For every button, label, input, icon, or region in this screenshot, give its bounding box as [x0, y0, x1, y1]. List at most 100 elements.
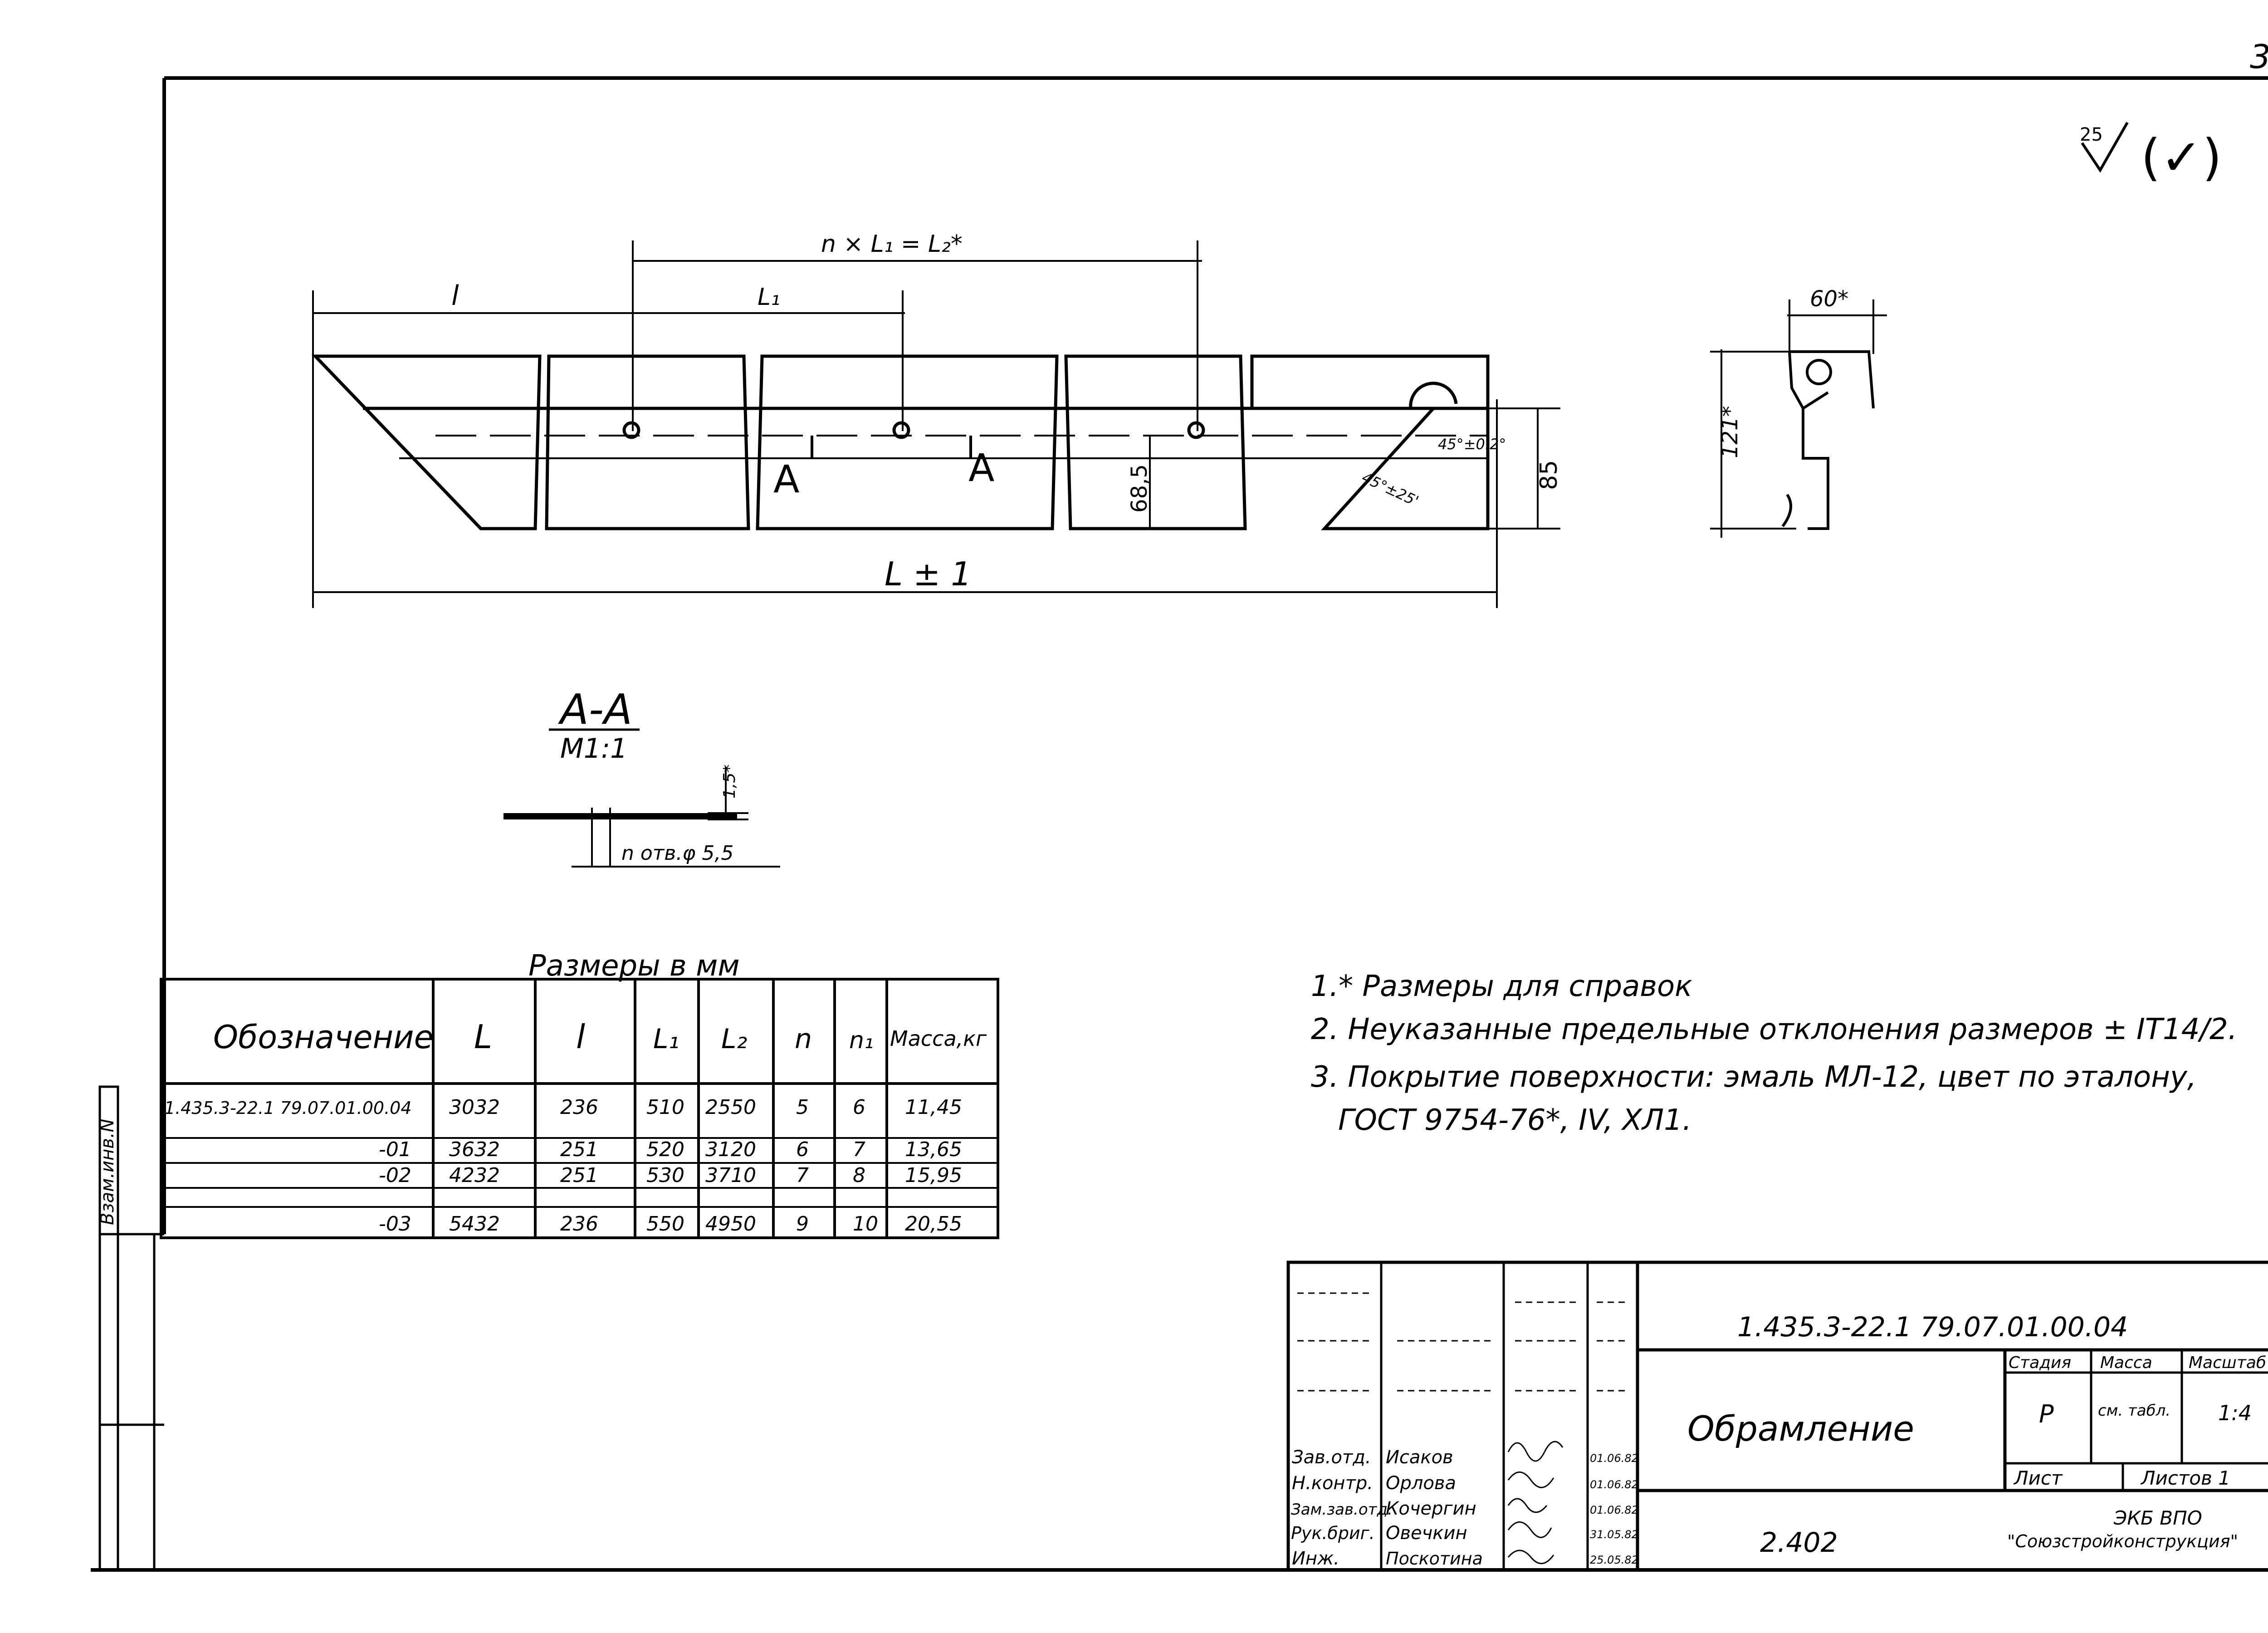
svg-text:10: 10	[853, 1212, 878, 1236]
tb-sheet-label: Лист	[2013, 1467, 2063, 1489]
svg-text:20,55: 20,55	[905, 1212, 962, 1236]
profile-view	[1710, 299, 1887, 538]
note-1: 1.* Размеры для справок	[1311, 970, 1692, 1003]
svg-text:4232: 4232	[449, 1164, 500, 1187]
tb-name: Обрамление	[1687, 1408, 1914, 1449]
th-l: l	[576, 1018, 585, 1056]
svg-text:Зав.отд.: Зав.отд.	[1292, 1447, 1371, 1468]
svg-text:-02: -02	[379, 1164, 411, 1187]
svg-text:3032: 3032	[449, 1096, 500, 1119]
dim-l1: L₁	[758, 284, 780, 311]
svg-text:25.05.82: 25.05.82	[1590, 1554, 1638, 1566]
svg-text:31.05.82: 31.05.82	[1590, 1528, 1638, 1541]
svg-text:-03: -03	[379, 1212, 411, 1236]
svg-text:13,65: 13,65	[905, 1138, 962, 1161]
svg-text:3120: 3120	[705, 1138, 756, 1161]
tb-mass-label: Масса	[2100, 1353, 2152, 1372]
th-designation: Обозначение	[213, 1019, 434, 1056]
tb-org-line2: "Союзстройконструкция"	[2007, 1531, 2238, 1551]
svg-text:Зам.зав.отд.: Зам.зав.отд.	[1291, 1501, 1393, 1519]
svg-text:15,95: 15,95	[905, 1164, 962, 1187]
svg-text:7: 7	[853, 1138, 865, 1161]
list-item: Зам.зав.отд. Кочергин 01.06.82	[1291, 1498, 1638, 1519]
svg-text:2550: 2550	[705, 1096, 756, 1119]
table-row: -02 4232 251 530 3710 7 8 15,95	[379, 1164, 962, 1187]
dim-angle-inner: 45°±25'	[1359, 469, 1422, 510]
title-block: 1.435.3-22.1 79.07.01.00.04 Обрамление 2…	[1286, 1260, 2268, 1572]
main-view	[311, 354, 1490, 530]
svg-text:6: 6	[796, 1138, 809, 1161]
svg-text:Кочергин: Кочергин	[1386, 1498, 1476, 1519]
notes: 1.* Размеры для справок 2. Неуказанные п…	[1311, 970, 2237, 1137]
svg-text:5: 5	[796, 1096, 809, 1119]
dim-angle-outer: 45°±0.2°	[1438, 436, 1506, 453]
profile-width: 60*	[1810, 286, 1848, 312]
svg-text:01.06.82: 01.06.82	[1590, 1452, 1638, 1465]
svg-text:5432: 5432	[449, 1212, 500, 1236]
dim-chain-top: n × L₁ = L₂*	[821, 230, 963, 258]
svg-text:3710: 3710	[705, 1164, 756, 1187]
profile-height: 121*	[1717, 406, 1743, 458]
tb-mass: см. табл.	[2098, 1402, 2170, 1420]
svg-text:251: 251	[560, 1164, 598, 1187]
dim-total-length: L ± 1	[885, 555, 972, 593]
th-n1: n₁	[849, 1027, 874, 1054]
svg-text:510: 510	[646, 1096, 684, 1119]
svg-text:Рук.бриг.: Рук.бриг.	[1291, 1523, 1375, 1543]
svg-text:4950: 4950	[705, 1212, 756, 1236]
svg-text:(✓): (✓)	[2141, 128, 2222, 186]
svg-text:25: 25	[2080, 124, 2103, 145]
svg-text:7: 7	[796, 1164, 809, 1187]
tb-org-line1: ЭКБ ВПО	[2113, 1507, 2202, 1529]
svg-text:8: 8	[853, 1164, 865, 1187]
svg-text:Поскотина: Поскотина	[1386, 1549, 1483, 1569]
th-n: n	[795, 1023, 812, 1055]
svg-text:520: 520	[646, 1138, 684, 1161]
svg-text:236: 236	[560, 1212, 598, 1236]
tb-designation: 1.435.3-22.1 79.07.01.00.04	[1737, 1311, 2128, 1343]
note-4: ГОСТ 9754-76*, IV, ХЛ1.	[1338, 1103, 1691, 1137]
main-dimensions	[312, 240, 1560, 608]
dimensions-table: Размеры в мм Обозначение L l L₁ L₂ n n₁ …	[160, 949, 999, 1239]
margin-label: Взам.инв.N	[97, 1119, 118, 1225]
table-row: 1.435.3-22.1 79.07.01.00.04 3032 236 510…	[164, 1096, 962, 1119]
th-L2: L₂	[721, 1023, 747, 1055]
tb-code: 2.402	[1760, 1527, 1838, 1559]
svg-text:550: 550	[646, 1212, 684, 1236]
svg-text:Инж.: Инж.	[1292, 1548, 1339, 1569]
svg-text:-01: -01	[379, 1138, 411, 1161]
th-L1: L₁	[653, 1023, 679, 1055]
tb-stage-label: Стадия	[2009, 1353, 2071, 1372]
svg-text:9: 9	[796, 1212, 809, 1236]
tb-scale-label: Масштаб	[2189, 1353, 2266, 1372]
section-view: A-A M1:1 1,5* n отв.φ 5,5	[503, 685, 780, 868]
svg-text:01.06.82: 01.06.82	[1590, 1504, 1638, 1516]
section-mark-left: A	[773, 457, 799, 501]
th-L: L	[474, 1018, 492, 1056]
signatures	[1507, 1441, 1564, 1564]
table-caption: Размеры в мм	[528, 949, 740, 983]
note-2: 2. Неуказанные предельные отклонения раз…	[1311, 1013, 2237, 1046]
svg-text:236: 236	[560, 1096, 598, 1119]
section-mark-right: A	[968, 446, 994, 490]
dim-l: l	[451, 280, 459, 312]
roughness-symbol: 25 (✓)	[2080, 122, 2222, 186]
svg-text:251: 251	[560, 1138, 598, 1161]
note-3: 3. Покрытие поверхности: эмаль МЛ-12, цв…	[1311, 1060, 2196, 1094]
svg-text:Исаков: Исаков	[1386, 1447, 1453, 1468]
tb-scale: 1:4	[2218, 1401, 2252, 1425]
section-scale: M1:1	[560, 733, 627, 765]
section-hole-label: n отв.φ 5,5	[621, 842, 733, 865]
svg-text:6: 6	[853, 1096, 865, 1119]
tb-stage: Р	[2039, 1400, 2054, 1428]
list-item: Н.контр. Орлова 01.06.82	[1292, 1473, 1638, 1494]
list-item: Рук.бриг. Овечкин 31.05.82	[1291, 1523, 1638, 1544]
svg-text:Орлова: Орлова	[1386, 1473, 1456, 1494]
sheet-number: 34	[2250, 38, 2268, 76]
drawing-frame	[91, 76, 2268, 1572]
svg-text:Овечкин: Овечкин	[1386, 1523, 1467, 1544]
tb-sheets-label: Листов 1	[2140, 1467, 2230, 1489]
list-item: Зав.отд. Исаков 01.06.82	[1292, 1447, 1638, 1468]
list-item: Инж. Поскотина 25.05.82	[1292, 1548, 1638, 1569]
